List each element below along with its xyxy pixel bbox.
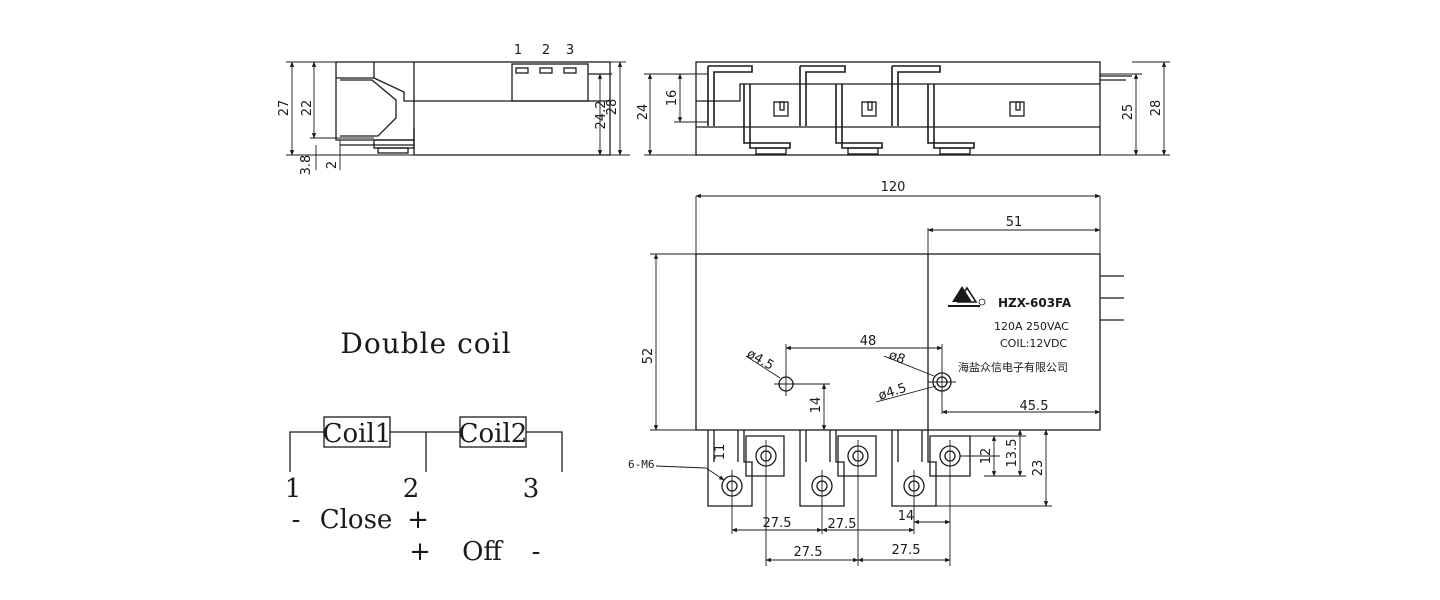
close-minus: - xyxy=(292,505,301,535)
pin-1-label: 1 xyxy=(285,474,302,504)
dim-top-27-5-a: 27.5 xyxy=(763,516,792,531)
label-company: 海盐众信电子有限公司 xyxy=(958,360,1068,374)
dim-top-13-5: 13.5 xyxy=(1005,439,1020,468)
dim-side-27: 27 xyxy=(277,100,292,117)
label-coil: COIL:12VDC xyxy=(1000,337,1067,350)
dim-top-48: 48 xyxy=(860,334,877,349)
dim-side-3-8: 3.8 xyxy=(299,155,314,176)
off-minus: - xyxy=(532,537,541,567)
side-view: 1 2 3 27 22 3.8 2 24.2 28 xyxy=(277,43,630,175)
label-rating: 120A 250VAC xyxy=(994,320,1069,333)
coil2-label: Coil2 xyxy=(459,419,528,449)
dim-top-27-5-d: 27.5 xyxy=(892,543,921,558)
dim-front-28: 28 xyxy=(1149,100,1164,117)
dim-top-51: 51 xyxy=(1006,215,1023,230)
coil1-box xyxy=(323,416,391,448)
pin-2-label: 2 xyxy=(403,474,420,504)
dim-top-52: 52 xyxy=(641,348,656,365)
close-label: Close xyxy=(320,505,393,535)
pin-3-label: 3 xyxy=(523,474,540,504)
side-pin-3: 3 xyxy=(566,43,574,58)
off-plus: + xyxy=(409,537,431,567)
dim-front-16: 16 xyxy=(665,90,680,107)
dim-top-14v: 14 xyxy=(809,397,824,414)
thread-label: 6-M6 xyxy=(628,458,655,471)
dim-top-d45b: ø4.5 xyxy=(877,381,909,404)
dim-top-d45a: ø4.5 xyxy=(744,346,776,373)
dim-front-24: 24 xyxy=(636,104,651,121)
dim-top-27-5-b: 27.5 xyxy=(828,517,857,532)
dim-top-14h: 14 xyxy=(898,509,915,524)
dim-top-12: 12 xyxy=(979,448,994,465)
dim-side-24-2: 24.2 xyxy=(594,101,609,130)
dim-top-120: 120 xyxy=(881,180,906,195)
coil-schematic: Double coil Coil1 Coil2 1 2 3 - Close + … xyxy=(285,327,563,567)
dim-top-45-5: 45.5 xyxy=(1020,399,1049,414)
dim-top-11: 11 xyxy=(713,444,728,461)
dim-side-2: 2 xyxy=(325,161,340,169)
dim-side-22: 22 xyxy=(300,100,315,117)
dim-top-d8: ø8 xyxy=(887,348,908,368)
off-label: Off xyxy=(462,537,504,567)
dim-top-27-5-c: 27.5 xyxy=(794,545,823,560)
front-view: 24 16 25 28 xyxy=(636,61,1170,156)
dim-front-25: 25 xyxy=(1121,104,1136,121)
label-model: HZX-603FA xyxy=(998,296,1072,310)
dim-top-23: 23 xyxy=(1031,460,1046,477)
close-plus: + xyxy=(407,505,429,535)
coil2-box xyxy=(459,416,527,448)
side-pin-1: 1 xyxy=(514,43,522,58)
brand-logo xyxy=(948,286,986,307)
side-pin-2: 2 xyxy=(542,43,550,58)
dim-side-28: 28 xyxy=(605,99,620,116)
coil1-label: Coil1 xyxy=(323,419,392,449)
schematic-title: Double coil xyxy=(340,327,511,360)
top-view: 120 51 52 HZX-603FA 120A 250VAC COIL:12V… xyxy=(628,180,1124,566)
